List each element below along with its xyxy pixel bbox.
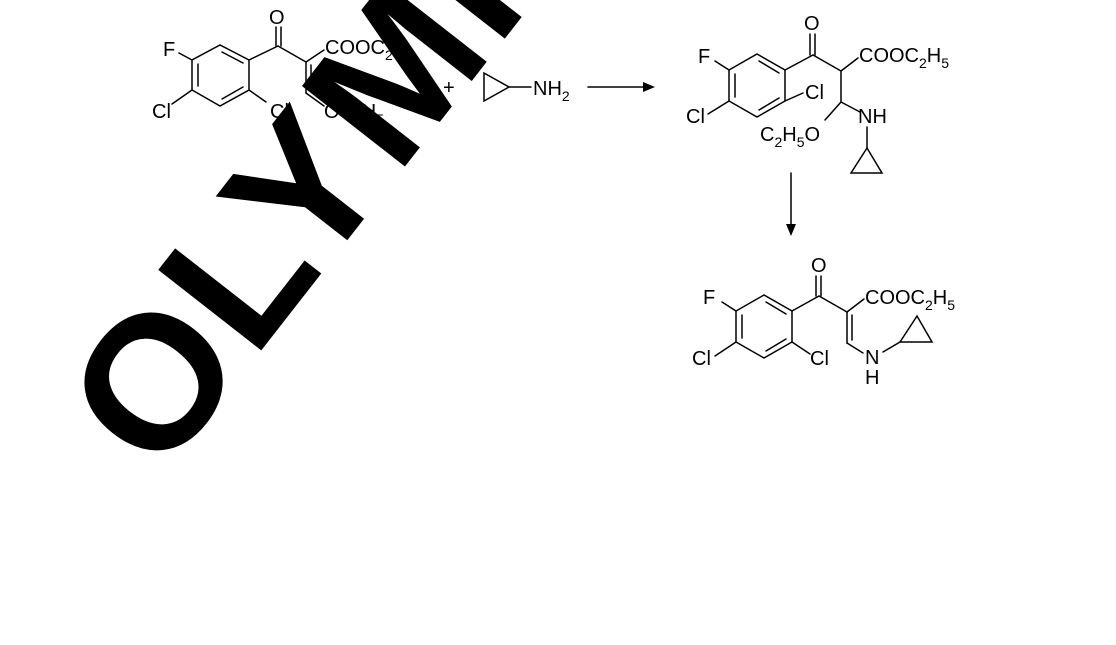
reactant-1-structure: O F Cl Cl COOC2H5 OC2H5 bbox=[152, 7, 415, 127]
prod-chloro-ortho-label: Cl bbox=[810, 348, 829, 370]
prod-chloro-ring-label: Cl bbox=[692, 348, 711, 370]
int-ester-label: COOC2H5 bbox=[859, 45, 949, 71]
r1-ester-label: COOC2H5 bbox=[325, 37, 415, 63]
prod-carbonyl-o-label: O bbox=[811, 255, 827, 277]
int-nh-label: NH bbox=[858, 106, 887, 128]
int-chloro-ring-label: Cl bbox=[686, 106, 705, 128]
plus-sign: + bbox=[443, 77, 455, 99]
product-labels: O F Cl Cl COOC2H5 N H bbox=[692, 255, 955, 389]
cyclopropyl-ring bbox=[483, 71, 511, 103]
reactant-1-labels: O F Cl Cl COOC2H5 OC2H5 bbox=[152, 7, 415, 127]
reactant-2-structure: NH2 bbox=[483, 71, 570, 104]
r1-chloro-ring-label: Cl bbox=[152, 101, 171, 123]
r1-chloro-ortho-label: Cl bbox=[270, 101, 289, 123]
reactant-1-bonds bbox=[171, 26, 325, 107]
reaction-arrow-down bbox=[786, 172, 796, 236]
prod-ester-label: COOC2H5 bbox=[865, 287, 955, 313]
int-carbonyl-o-label: O bbox=[804, 13, 820, 35]
intermediate-structure: O F Cl Cl COOC2H5 C2H5O NH bbox=[686, 13, 949, 174]
int-ethoxy-label: C2H5O bbox=[760, 124, 820, 150]
r1-ethoxy-label: OC2H5 bbox=[324, 101, 384, 127]
r1-fluoro-label: F bbox=[163, 39, 175, 61]
prod-fluoro-label: F bbox=[703, 287, 715, 309]
intermediate-labels: O F Cl Cl COOC2H5 C2H5O NH bbox=[686, 13, 949, 150]
prod-h-label: H bbox=[865, 367, 879, 389]
int-chloro-ortho-label: Cl bbox=[805, 82, 824, 104]
watermark-text: OLYMPIA bbox=[25, 0, 731, 505]
intermediate-bonds bbox=[707, 33, 884, 174]
product-bonds bbox=[714, 275, 934, 359]
r1-carbonyl-o-label: O bbox=[269, 7, 285, 29]
r2-amine-label: NH2 bbox=[533, 78, 570, 104]
int-fluoro-label: F bbox=[698, 46, 710, 68]
product-structure: O F Cl Cl COOC2H5 N H bbox=[692, 255, 955, 389]
prod-n-label: N bbox=[865, 347, 879, 369]
reaction-arrow-right bbox=[587, 82, 655, 92]
